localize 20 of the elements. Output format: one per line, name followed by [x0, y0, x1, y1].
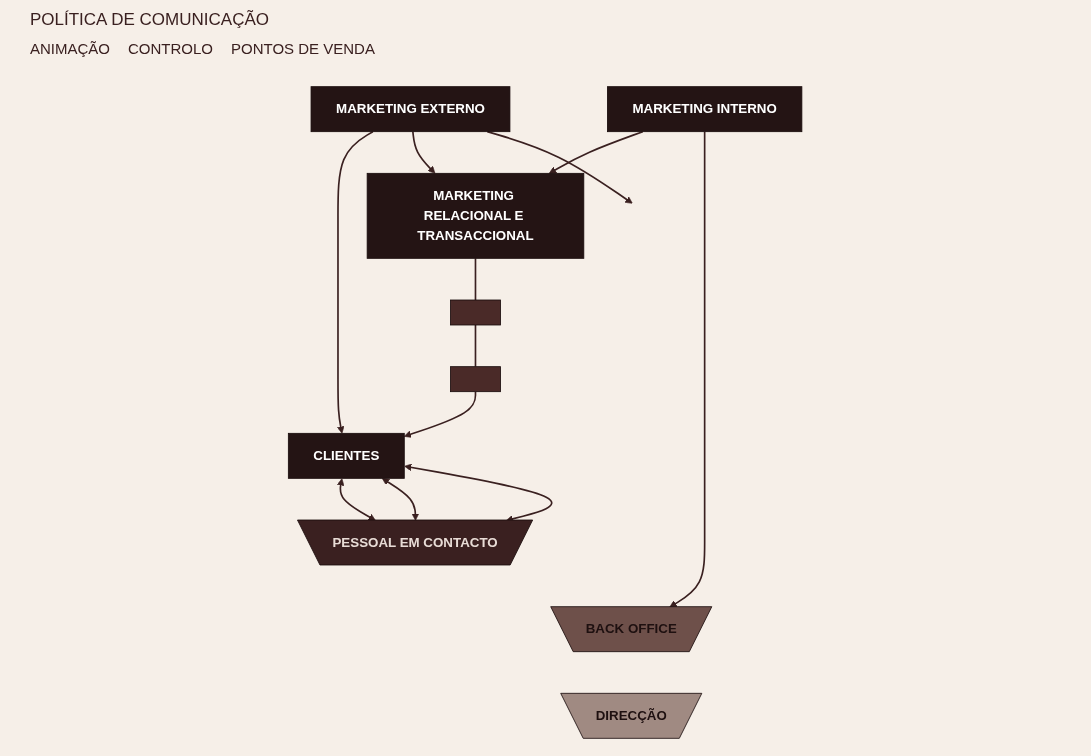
arrow	[337, 130, 374, 434]
arrow	[381, 478, 419, 521]
diagram-title: POLÍTICA DE COMUNICAÇÃO	[30, 10, 269, 30]
node-box: MARKETING EXTERNO	[310, 86, 511, 133]
node-box: CLIENTES	[287, 432, 405, 479]
arrow	[669, 130, 706, 608]
arrow	[411, 130, 436, 174]
node-box	[449, 299, 501, 326]
arrow	[486, 130, 633, 204]
connector	[474, 324, 477, 368]
node-box: MARKETING INTERNO	[606, 86, 803, 133]
arrow	[336, 478, 376, 521]
note-label: ANIMAÇÃO	[30, 40, 110, 57]
node-box	[449, 366, 501, 393]
arrow	[548, 130, 644, 174]
arrow	[403, 390, 477, 438]
note-label: CONTROLO	[128, 40, 214, 57]
connector	[474, 257, 477, 301]
note-label: PONTOS DE VENDA	[231, 40, 375, 57]
node-box: MARKETING RELACIONAL E TRANSACCIONAL	[366, 172, 585, 259]
